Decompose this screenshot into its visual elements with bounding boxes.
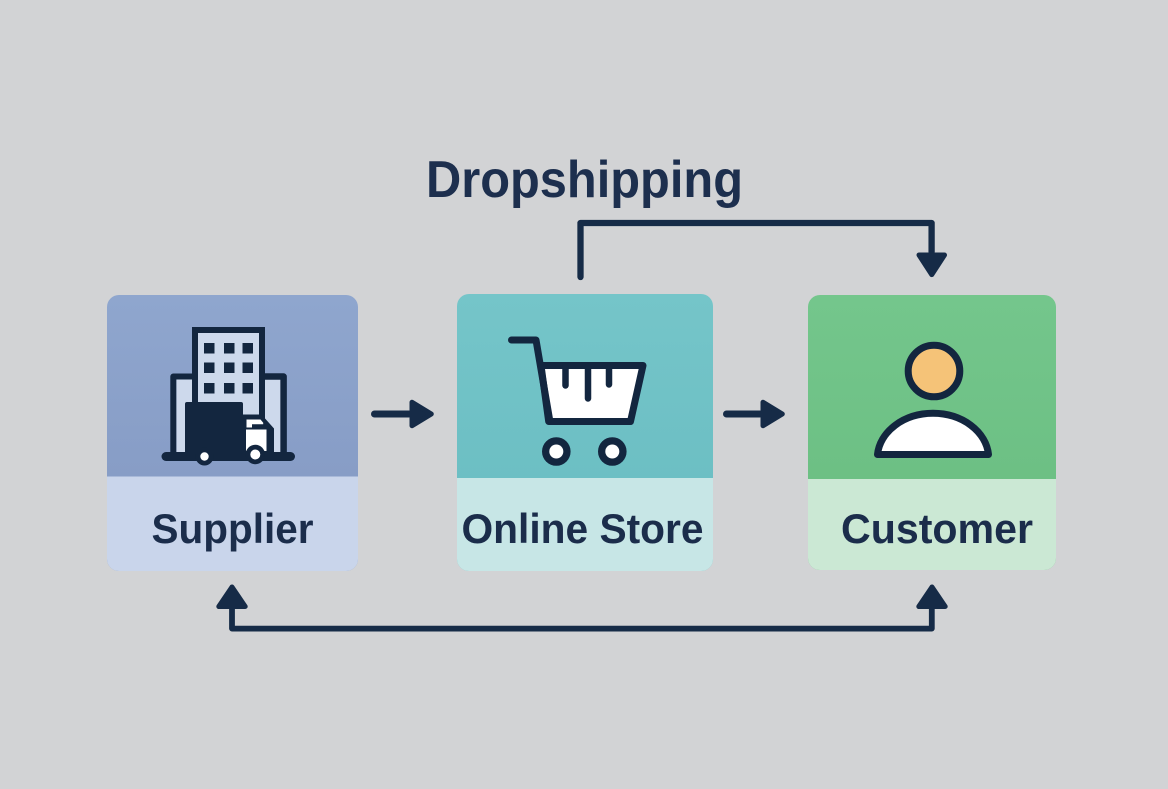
svg-text:Online Store: Online Store: [462, 505, 704, 552]
svg-text:Dropshipping: Dropshipping: [426, 151, 743, 209]
svg-text:Customer: Customer: [841, 505, 1033, 552]
svg-text:Supplier: Supplier: [152, 505, 314, 552]
